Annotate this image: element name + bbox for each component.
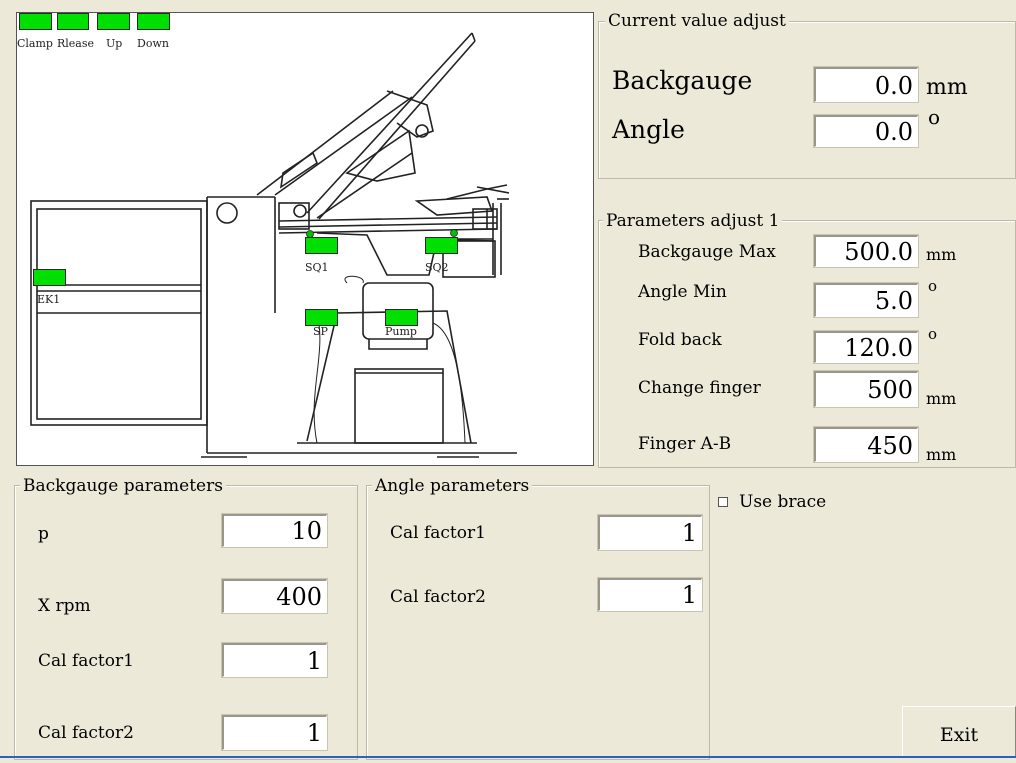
fold-back-field[interactable]: 120.0 — [814, 331, 918, 363]
backgauge-cal-factor1-field[interactable]: 1 — [222, 643, 327, 677]
current-value-title: Current value adjust — [605, 11, 789, 31]
clamp-label: Clamp — [17, 37, 53, 50]
angle-cal-factor2-field[interactable]: 1 — [598, 578, 702, 611]
finger-ab-unit: mm — [926, 445, 957, 464]
angle-cal-factor1-label: Cal factor1 — [390, 523, 486, 543]
parameters-adjust-title: Parameters adjust 1 — [603, 211, 783, 231]
release-indicator — [57, 13, 89, 30]
backgauge-max-unit: mm — [926, 245, 957, 264]
window-bottom-border — [0, 756, 1016, 758]
release-label: Rlease — [57, 37, 95, 50]
backgauge-max-label: Backgauge Max — [638, 242, 776, 262]
angle-cal-factor2-label: Cal factor2 — [390, 587, 486, 607]
current-value-group — [598, 21, 1016, 179]
angle-cal-factor1-field[interactable]: 1 — [598, 515, 702, 550]
sq2-label: SQ2 — [425, 261, 449, 274]
backgauge-cal-factor2-field[interactable]: 1 — [222, 715, 327, 750]
change-finger-label: Change finger — [638, 378, 761, 398]
angle-degree-unit: o — [928, 105, 941, 129]
angle-min-unit: o — [928, 277, 938, 295]
use-brace-label[interactable]: Use brace — [739, 492, 827, 512]
pump-indicator — [385, 309, 418, 326]
ek1-label: EK1 — [37, 293, 61, 306]
x-rpm-label: X rpm — [38, 596, 91, 616]
backgauge-label: Backgauge — [612, 66, 753, 95]
up-label: Up — [106, 37, 123, 50]
fold-back-unit: o — [928, 325, 938, 343]
sensor-dot-right — [450, 229, 458, 237]
change-finger-unit: mm — [926, 389, 957, 408]
angle-current-field[interactable]: 0.0 — [814, 115, 918, 147]
down-indicator — [137, 13, 170, 30]
backgauge-unit: mm — [926, 75, 968, 100]
sq1-label: SQ1 — [305, 261, 329, 274]
sp-indicator — [305, 309, 338, 326]
pump-label: Pump — [385, 325, 417, 338]
p-field[interactable]: 10 — [222, 514, 327, 547]
sp-label: SP — [313, 325, 328, 338]
x-rpm-field[interactable]: 400 — [222, 579, 327, 613]
finger-ab-field[interactable]: 450 — [814, 427, 918, 462]
machine-diagram: Clamp Rlease Up Down EK1 SQ1 SQ2 SP Pump — [16, 12, 594, 466]
change-finger-field[interactable]: 500 — [814, 371, 918, 407]
use-brace-checkbox[interactable] — [718, 497, 728, 507]
exit-button[interactable]: Exit — [902, 706, 1016, 758]
backgauge-current-field[interactable]: 0.0 — [814, 67, 918, 102]
backgauge-parameters-title: Backgauge parameters — [20, 476, 226, 496]
ek1-indicator — [33, 269, 66, 286]
fold-back-label: Fold back — [638, 330, 722, 350]
backgauge-cal-factor1-label: Cal factor1 — [38, 651, 134, 671]
clamp-indicator — [19, 13, 52, 30]
angle-min-field[interactable]: 5.0 — [814, 283, 918, 317]
sq2-indicator — [425, 237, 458, 254]
up-indicator — [97, 13, 130, 30]
angle-min-label: Angle Min — [638, 282, 727, 302]
p-label: p — [38, 524, 49, 544]
down-label: Down — [137, 37, 169, 50]
sq1-indicator — [305, 237, 338, 254]
backgauge-cal-factor2-label: Cal factor2 — [38, 723, 134, 743]
finger-ab-label: Finger A-B — [638, 434, 732, 454]
angle-parameters-title: Angle parameters — [372, 476, 533, 496]
backgauge-max-field[interactable]: 500.0 — [814, 235, 918, 267]
angle-label: Angle — [612, 115, 685, 144]
